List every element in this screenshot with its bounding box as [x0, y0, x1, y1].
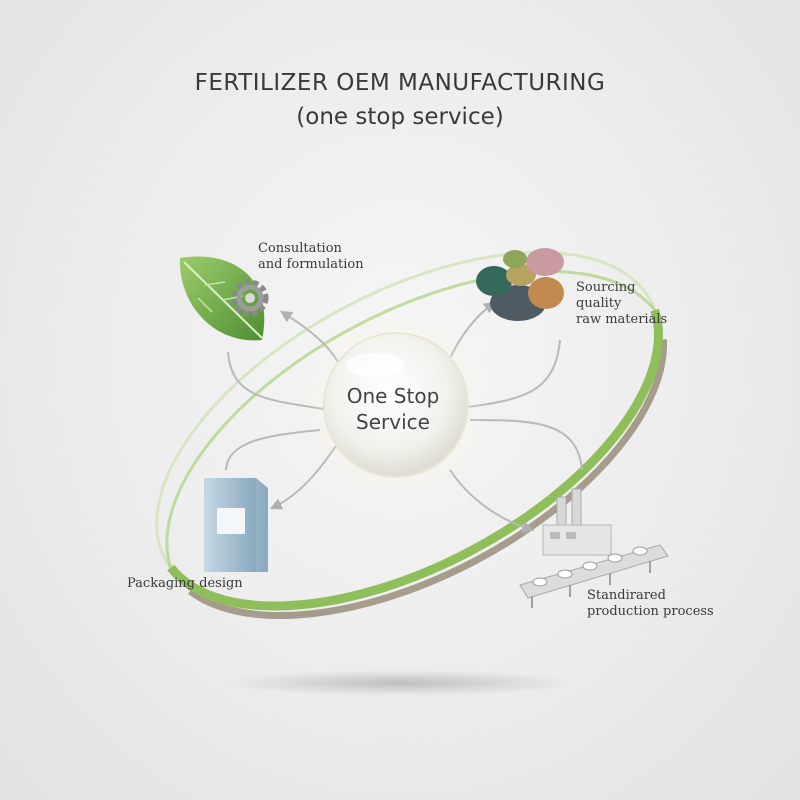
- floor-shadow: [225, 670, 575, 696]
- production-label-line1: Standirared: [587, 588, 666, 603]
- production-label-line2: production process: [587, 604, 714, 619]
- consultation-label: Consultation and formulation: [258, 241, 364, 273]
- sourcing-label-line3: raw materials: [576, 312, 668, 327]
- production-label: Standirared production process: [587, 588, 714, 620]
- hub-label: One Stop Service: [318, 383, 468, 435]
- consultation-label-line2: and formulation: [258, 257, 364, 272]
- connector-production: [449, 469, 535, 533]
- connector-packaging-2: [225, 429, 321, 471]
- page-subtitle: (one stop service): [296, 104, 504, 130]
- page-title: FERTILIZER OEM MANUFACTURING: [194, 70, 606, 96]
- orbit-ring: [155, 250, 668, 619]
- sourcing-label-line1: Sourcing: [576, 280, 636, 295]
- leaf-gear-icon: [179, 256, 269, 341]
- sourcing-label: Sourcing quality raw materials: [576, 280, 667, 328]
- sourcing-label-line2: quality: [576, 296, 622, 311]
- hub-sphere: [304, 313, 488, 497]
- raw-materials-icon: [476, 248, 564, 321]
- packaging-label: Packaging design: [127, 576, 243, 592]
- package-bag-icon: [204, 478, 268, 572]
- hub-label-line1: One Stop: [346, 384, 440, 408]
- consultation-label-line1: Consultation: [258, 241, 342, 256]
- packaging-label-line1: Packaging design: [127, 576, 243, 591]
- factory-conveyor-icon: [519, 488, 669, 608]
- connector-production-2: [469, 419, 583, 471]
- hub-label-line2: Service: [356, 410, 430, 434]
